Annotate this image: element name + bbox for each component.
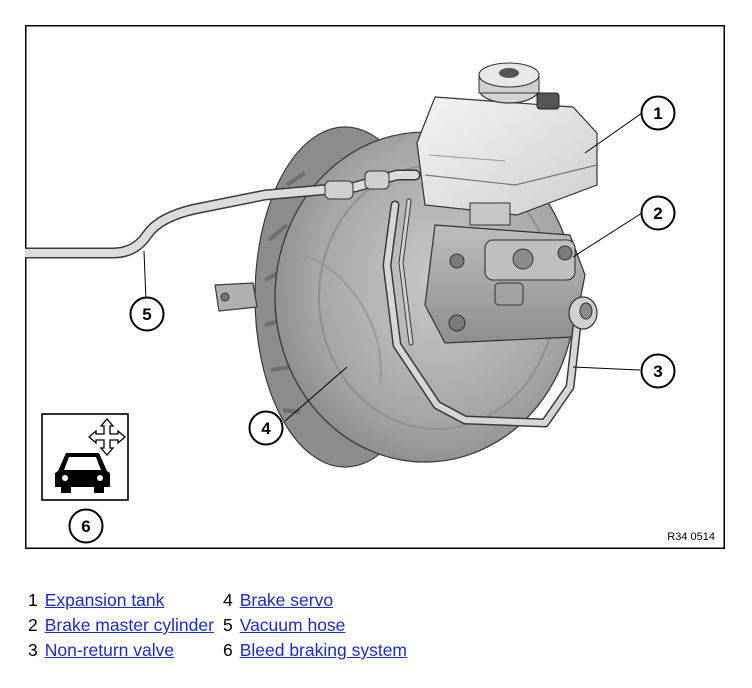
leader-lines (143, 112, 643, 422)
diagram-figure: 1 2 3 4 5 6 R34 0514 (25, 25, 725, 549)
svg-text:6: 6 (81, 517, 90, 536)
callout-6: 6 (68, 508, 104, 544)
legend-num: 2 (28, 615, 38, 635)
legend-row: 1 Expansion tank 4 Brake servo (28, 588, 416, 613)
callout-3: 3 (640, 353, 676, 389)
callout-2: 2 (640, 195, 676, 231)
vacuum-hose (25, 169, 421, 259)
callout-4: 4 (248, 410, 284, 446)
legend-num: 1 (28, 590, 38, 610)
link-vacuum-hose[interactable]: Vacuum hose (239, 615, 346, 635)
link-bleed-braking-system[interactable]: Bleed braking system (239, 640, 408, 660)
callout-1: 1 (640, 95, 676, 131)
legend-num: 3 (28, 640, 38, 660)
legend-num: 4 (222, 590, 233, 610)
link-brake-servo[interactable]: Brake servo (239, 590, 334, 610)
diagram-svg: 1 2 3 4 5 6 R34 0514 (25, 25, 725, 549)
svg-text:3: 3 (653, 362, 662, 381)
link-brake-master-cylinder[interactable]: Brake master cylinder (44, 615, 214, 635)
legend-row: 2 Brake master cylinder 5 Vacuum hose (28, 613, 416, 638)
svg-text:2: 2 (653, 204, 662, 223)
non-return-valve (382, 198, 598, 428)
legend-row: 3 Non-return valve 6 Bleed braking syste… (28, 638, 416, 663)
legend-num: 6 (222, 640, 233, 660)
link-expansion-tank[interactable]: Expansion tank (44, 590, 165, 610)
svg-text:4: 4 (261, 419, 271, 438)
link-non-return-valve[interactable]: Non-return valve (44, 640, 175, 660)
move-arrows-icon (88, 418, 126, 456)
svg-text:5: 5 (142, 305, 151, 324)
bleed-system-icon-group (41, 413, 129, 501)
car-icon (55, 453, 110, 493)
callout-5: 5 (129, 296, 165, 332)
brake-master-cylinder (424, 224, 586, 344)
legend-table: 1 Expansion tank 4 Brake servo 2 Brake m… (28, 588, 416, 663)
legend-num: 5 (222, 615, 233, 635)
expansion-tank (416, 62, 598, 226)
figure-code: R34 0514 (667, 531, 715, 543)
svg-text:1: 1 (653, 104, 662, 123)
